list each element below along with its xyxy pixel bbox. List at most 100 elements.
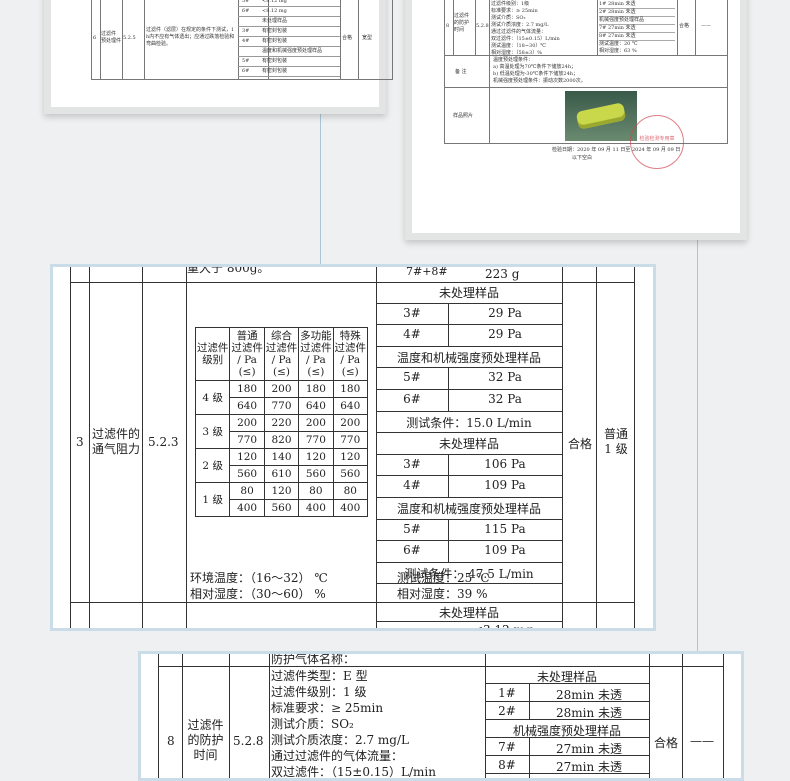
- standard-table-level: 2 级: [194, 448, 231, 483]
- result-sample: 6#: [403, 391, 421, 406]
- result-section-header: 未处理样品: [485, 666, 649, 684]
- result-section-header: 未处理样品: [376, 282, 562, 304]
- result-row-divider: [448, 325, 449, 346]
- result-section-header: 未处理样品: [376, 433, 562, 455]
- result-row-divider: [448, 541, 449, 562]
- right-thumb-clause: 5.2.8: [476, 23, 489, 29]
- result-row: 2#28min 未透: [485, 702, 649, 720]
- result-sample: 3#: [403, 456, 421, 471]
- result-section-header: 测试条件： 47.5 L/min: [376, 563, 562, 585]
- zoom2-verdict: 合格: [654, 736, 679, 750]
- right-thumb-remark-line: 温度预处理条件：: [493, 57, 534, 63]
- result-row: 6#109 Pa: [376, 541, 562, 563]
- left-thumb-value: 有密封包装: [262, 68, 288, 74]
- zoom2-condition-line: 测试介质浓度：2.7 mg/L: [271, 733, 409, 747]
- right-thumb-env-line: 测试温度：（18~30）℃: [491, 43, 547, 49]
- connector-line-left: [320, 72, 321, 266]
- zoom1-env-req-temp: 环境温度：（16～32） ℃: [190, 571, 328, 585]
- result-value: 29 Pa: [488, 305, 522, 320]
- right-thumb-remark-line: 机械强度预处理条件：振动次数2000次。: [493, 78, 586, 84]
- result-value: 27min 未透: [555, 742, 623, 756]
- result-header-text: 测试条件：15.0 L/min: [406, 415, 532, 430]
- result-row: 5# 32 Pa: [376, 368, 562, 390]
- right-thumb-item: 过滤件 的防护 时间: [454, 13, 470, 33]
- result-header-text: 未处理样品: [438, 286, 499, 300]
- standard-table-level: 1 级: [194, 482, 231, 517]
- result-row: 1#28min 未透: [485, 684, 649, 702]
- left-thumb-verdict: 合格: [342, 35, 353, 41]
- zoom1-item: 过滤件的 通气阻力: [92, 427, 141, 456]
- right-thumb-row-index: 8: [446, 23, 450, 29]
- zoom2-condition-line: 测试介质：SO₂: [271, 717, 354, 731]
- standard-table-cell: 200: [229, 414, 265, 432]
- result-sample: 7#: [498, 740, 516, 754]
- left-thumb-value: 有密封包装: [262, 28, 288, 34]
- right-thumb-remark-line: a) 高温处理为70℃条件下储放24h；: [493, 64, 577, 70]
- standard-table-cell: 140: [263, 448, 300, 466]
- left-thumb-sample: 5#: [242, 0, 250, 4]
- document-thumbnail-left[interactable]: 6 过滤件 预处理件 5.2.5 过滤件（滤层）在规定的条件下测试，1 h内不应…: [44, 0, 393, 114]
- standard-table-cell: 120: [298, 448, 334, 466]
- standard-table-cell: 770: [263, 397, 300, 415]
- left-thumb-result-row: 未处理样品: [238, 17, 340, 27]
- sample-photo: [565, 91, 637, 141]
- standard-table-cell: 560: [263, 499, 300, 517]
- right-thumb-env-line: 相对湿度：（58±3）%: [491, 50, 542, 56]
- standard-table-cell: 220: [263, 414, 300, 432]
- left-thumb-result-row: 3#有密封包装: [238, 27, 340, 37]
- standard-table-cell: 400: [229, 499, 265, 517]
- left-thumb-result-row: 5# <8.12 mg: [238, 0, 340, 7]
- result-row: 5#115 Pa: [376, 519, 562, 542]
- left-thumb-result-row: 温度和机械强度预处理样品: [238, 47, 340, 57]
- result-header-text: 机械强度预处理样品: [512, 724, 621, 738]
- zoom2-condition-line: 过滤件级别：1 级: [271, 685, 367, 699]
- standard-table-header-cell: 特殊 过滤件 / Pa (≤): [332, 327, 369, 381]
- standard-table-cell: 770: [298, 431, 334, 449]
- right-thumb-remarks: 温度预处理条件：a) 高温处理为70℃条件下储放24h；b) 低温处理为-30℃…: [493, 57, 713, 85]
- right-thumb-remark-line: b) 低温处理为-30℃条件下储放24h；: [493, 71, 578, 77]
- zoom2-condition-line: 过滤件类型：E 型: [271, 669, 368, 683]
- standard-table-cell: 400: [298, 499, 334, 517]
- left-thumb-sample: 6#: [242, 68, 250, 74]
- result-value: 32 Pa: [488, 370, 522, 385]
- left-thumb-result-row: 6# 有密封包装: [238, 67, 340, 77]
- result-row-divider: [529, 702, 530, 719]
- standard-table-cell: 640: [332, 397, 369, 415]
- zoom1-row-index: 3: [76, 435, 84, 449]
- result-header-text: 未处理样品: [536, 670, 597, 684]
- result-header-text: 温度和机械强度预处理样品: [396, 350, 541, 365]
- result-section-header: 测试条件：15.0 L/min: [376, 412, 562, 434]
- result-row-divider: [448, 454, 449, 476]
- result-value: 32 Pa: [488, 391, 522, 406]
- standard-table-header-cell: 过滤件 级别: [194, 327, 231, 381]
- zoom1-bottom-header: 未处理样品: [438, 606, 499, 620]
- left-thumb-item: 过滤件 预处理件: [101, 31, 122, 44]
- standard-table-cell: 200: [263, 380, 300, 398]
- zoom1-env-test-temp: 测试温度：25 ℃: [397, 571, 490, 585]
- left-thumb-grade: 宽型: [362, 35, 373, 41]
- result-sample: 5#: [403, 370, 421, 385]
- zoom-panel-resistance: 重大于 800g。 7#+8# 223 g 3 过滤件的 通气阻力 5.2.3 …: [50, 264, 656, 631]
- result-header-text: 温度和机械强度预处理样品: [396, 501, 541, 516]
- left-thumb-value: <8.12 mg: [262, 0, 287, 4]
- zoom2-dash: ——: [690, 734, 714, 748]
- right-thumb-dash: ——: [701, 23, 711, 29]
- right-thumb-result-line: 7# 27min 未透: [599, 25, 675, 33]
- right-thumb-verdict: 合格: [679, 23, 690, 29]
- zoom2-condition-line: 双过滤件：（15±0.15）L/min: [271, 765, 437, 779]
- result-row: 3# 29 Pa: [376, 303, 562, 326]
- result-sample: 6#: [403, 543, 421, 558]
- result-sample: 3#: [403, 305, 421, 320]
- result-row-divider: [529, 684, 530, 701]
- result-value: 28min 未透: [555, 706, 623, 720]
- result-value: 115 Pa: [484, 521, 526, 536]
- standard-table-cell: 400: [332, 499, 369, 517]
- result-sample: 4#: [403, 327, 421, 342]
- standard-table-header-cell: 综合 过滤件 / Pa (≤): [263, 327, 300, 381]
